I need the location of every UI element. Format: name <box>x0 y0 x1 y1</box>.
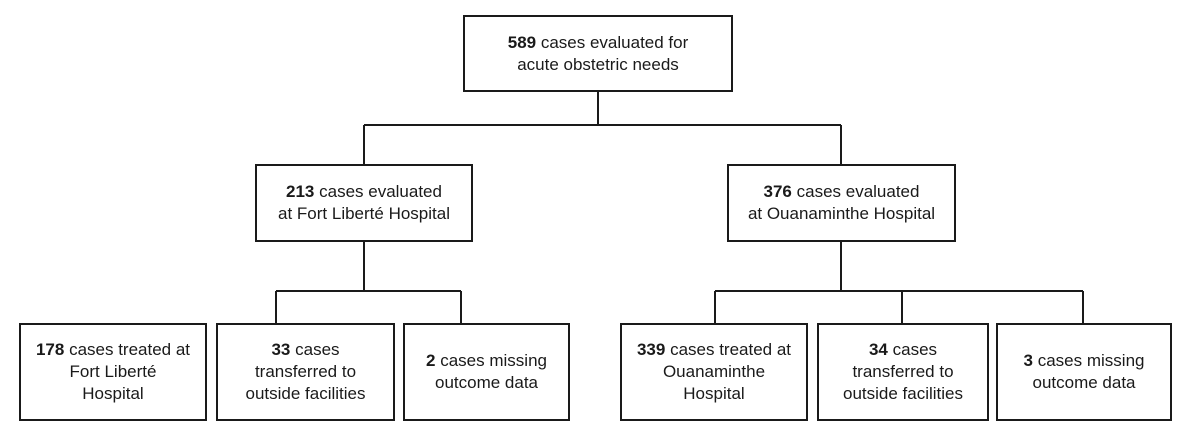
node-total-count: 589 <box>507 32 537 52</box>
node-ouana-count: 376 <box>763 182 792 201</box>
node-fort-count: 213 <box>286 182 315 201</box>
node-ouana-treated: 339 cases treated at Ouanaminthe Hospita… <box>620 323 808 421</box>
node-ouana-treated-line2: Ouanaminthe <box>662 362 766 381</box>
node-fort-text: cases evaluated <box>319 182 442 201</box>
node-fort-treated-line3: Hospital <box>82 384 144 403</box>
node-fort-transferred-count: 33 <box>271 340 291 359</box>
node-fort-missing-line2: outcome data <box>434 373 538 392</box>
node-ouanaminthe-evaluated: 376 cases evaluated at Ouanaminthe Hospi… <box>727 164 956 242</box>
node-fort-transferred-text: cases <box>295 340 340 359</box>
node-ouana-missing-count: 3 <box>1023 351 1033 370</box>
node-fort-missing: 2 cases missing outcome data <box>403 323 570 421</box>
node-ouana-treated-line3: Hospital <box>683 384 745 403</box>
node-fort-transferred-line2: transferred to <box>254 362 357 381</box>
node-ouana-treated-count: 339 <box>636 340 666 359</box>
node-ouana-missing-text: cases missing <box>1037 351 1145 370</box>
node-total-line2: acute obstetric needs <box>517 54 679 74</box>
node-fort-missing-text: cases missing <box>440 351 547 370</box>
node-ouana-missing-line2: outcome data <box>1032 373 1136 392</box>
node-ouana-transferred-count: 34 <box>868 340 888 359</box>
node-ouana-line2: at Ouanaminthe Hospital <box>747 204 936 223</box>
node-ouana-missing: 3 cases missing outcome data <box>996 323 1172 421</box>
node-ouana-transferred-line2: transferred to <box>852 362 954 381</box>
node-fort-treated-count: 178 <box>35 340 65 359</box>
node-fort-line2: at Fort Liberté Hospital <box>278 204 450 223</box>
node-fort-treated-line2: Fort Liberté <box>69 362 157 381</box>
node-total-evaluated: 589 cases evaluated for acute obstetric … <box>463 15 733 92</box>
node-fort-transferred-line3: outside facilities <box>245 384 366 403</box>
node-ouana-transferred-line3: outside facilities <box>842 384 963 403</box>
node-fort-transferred: 33 cases transferred to outside faciliti… <box>216 323 395 421</box>
node-ouana-transferred-text: cases <box>892 340 938 359</box>
node-fort-treated-text: cases treated at <box>69 340 191 359</box>
node-total-text: cases evaluated for <box>540 32 689 52</box>
node-ouana-text: cases evaluated <box>796 182 920 201</box>
node-fort-treated: 178 cases treated at Fort Liberté Hospit… <box>19 323 207 421</box>
node-ouana-treated-text: cases treated at <box>670 340 792 359</box>
node-fort-missing-count: 2 <box>426 351 436 370</box>
node-ouana-transferred: 34 cases transferred to outside faciliti… <box>817 323 989 421</box>
node-fort-liberte-evaluated: 213 cases evaluated at Fort Liberté Hosp… <box>255 164 473 242</box>
